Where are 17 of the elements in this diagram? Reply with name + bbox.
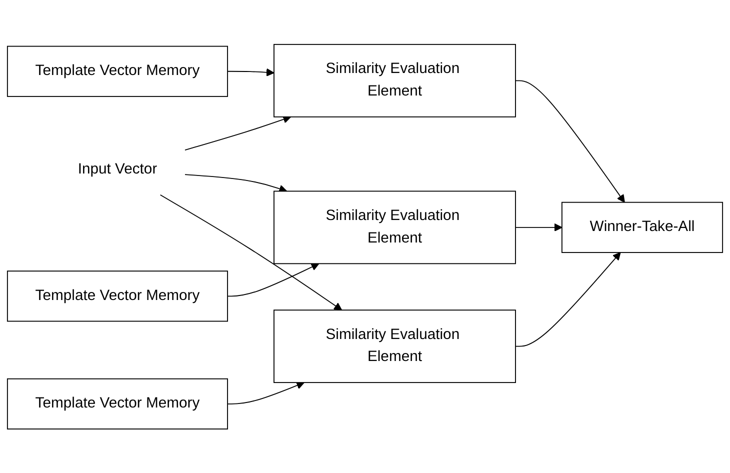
node-text: Input Vector bbox=[78, 161, 158, 178]
arrow bbox=[184, 115, 292, 150]
arrow bbox=[515, 252, 621, 347]
arrow bbox=[515, 80, 625, 202]
node-box: Similarity Evaluation Element bbox=[274, 190, 516, 264]
arrow bbox=[515, 223, 562, 232]
node-box: Template Vector Memory bbox=[6, 46, 228, 97]
node-box: Template Vector Memory bbox=[6, 270, 228, 322]
arrow bbox=[227, 262, 320, 296]
node-box: Similarity Evaluation Element bbox=[274, 309, 516, 383]
node-box: Winner-Take-All bbox=[561, 202, 724, 253]
arrow bbox=[160, 194, 342, 310]
arrow bbox=[184, 174, 288, 192]
arrow bbox=[227, 68, 274, 76]
node-box: Template Vector Memory bbox=[6, 378, 228, 430]
node-box: Similarity Evaluation Element bbox=[274, 44, 516, 118]
arrow bbox=[227, 381, 305, 404]
